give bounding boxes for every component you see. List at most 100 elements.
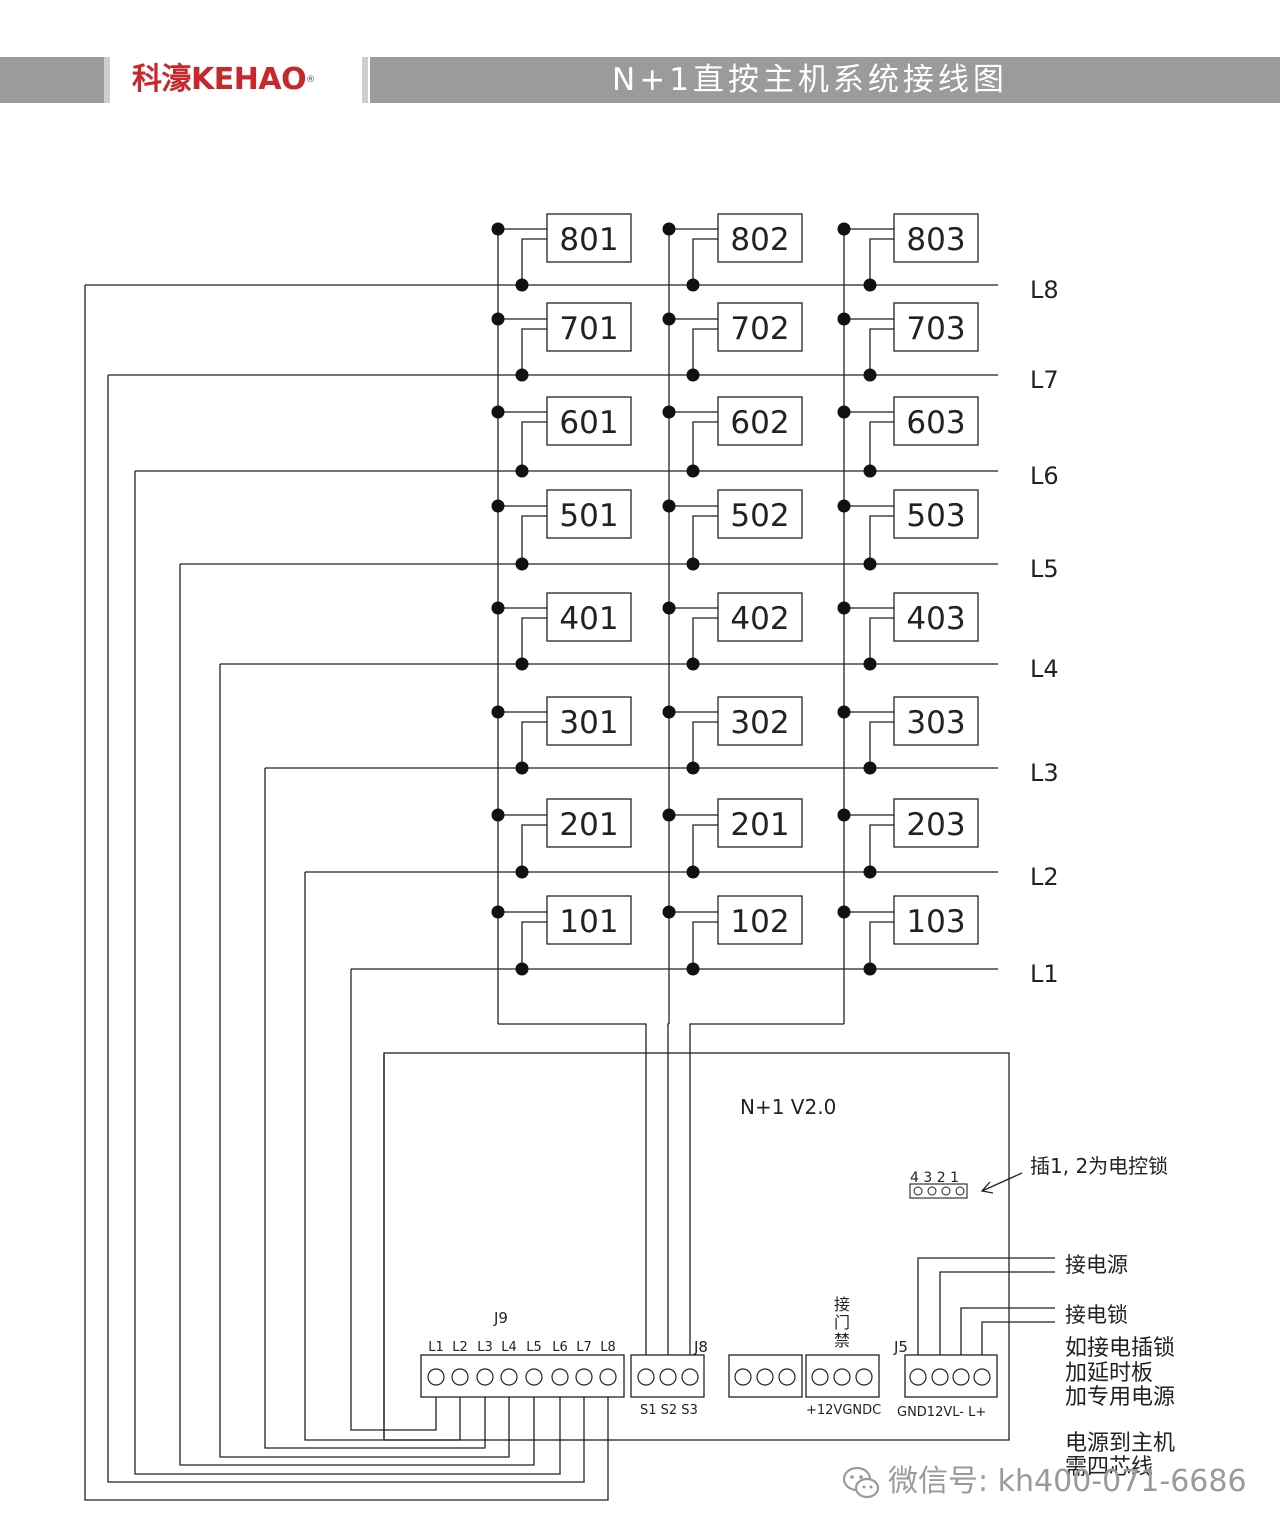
unit-box — [893, 489, 979, 539]
junction-dot — [515, 278, 529, 292]
return-wire-l7 — [107, 375, 585, 1483]
unit-box — [717, 798, 803, 848]
junction-dot — [686, 464, 700, 478]
unit-number: 501 — [559, 498, 618, 534]
junction-dot — [515, 557, 529, 571]
return-wire-l6 — [134, 471, 561, 1475]
unit-box — [893, 396, 979, 446]
j9-pin-label: L3 — [477, 1340, 493, 1355]
junction-dot — [686, 962, 700, 976]
return-wire-l4 — [219, 664, 510, 1458]
junction-dot — [491, 808, 505, 822]
spare-pin — [756, 1368, 774, 1386]
jumper-pin — [927, 1186, 937, 1196]
j9-connector — [420, 1354, 625, 1398]
j9-pin-label: L7 — [576, 1340, 592, 1355]
unit-number: 801 — [559, 222, 618, 258]
banner-right-block — [370, 57, 1280, 103]
junction-dot — [515, 962, 529, 976]
line-label-l7: L7 — [1030, 366, 1059, 394]
note-lock: 接电锁 — [1065, 1303, 1128, 1327]
unit-to-line-wire — [869, 921, 894, 969]
junction-dot — [837, 312, 851, 326]
junction-dot — [662, 499, 676, 513]
j8-pin-labels: S1 S2 S3 — [640, 1403, 698, 1418]
j8-label: J8 — [693, 1338, 708, 1356]
junction-dot — [662, 312, 676, 326]
jumper-header — [909, 1183, 968, 1199]
unit-number: 802 — [730, 222, 789, 258]
j9-pin — [599, 1368, 617, 1386]
power-wire — [939, 1271, 1055, 1369]
unit-box — [546, 798, 632, 848]
junction-dot — [662, 601, 676, 615]
lock-wire — [960, 1307, 1055, 1369]
jumper-pin-numbers: 4 3 2 1 — [910, 1170, 959, 1186]
junction-dot — [662, 905, 676, 919]
line-label-l2: L2 — [1030, 863, 1059, 891]
j8-pin — [637, 1368, 655, 1386]
junction-dot — [686, 657, 700, 671]
unit-to-line-wire — [521, 824, 547, 872]
unit-box — [546, 895, 632, 945]
unit-box — [717, 696, 803, 746]
spare-pin — [734, 1368, 752, 1386]
line-label-l5: L5 — [1030, 555, 1059, 583]
board-model: N+1 V2.0 — [740, 1095, 836, 1119]
note-cable: 需四芯线 — [1065, 1455, 1153, 1480]
unit-number: 703 — [906, 311, 965, 347]
logo-box — [114, 57, 362, 103]
unit-number: 403 — [906, 601, 965, 637]
unit-to-line-wire — [869, 617, 894, 664]
unit-to-line-wire — [521, 721, 547, 768]
junction-dot — [863, 464, 877, 478]
junction-dot — [686, 865, 700, 879]
door-label: 禁 — [834, 1331, 850, 1350]
j5-pin — [973, 1368, 991, 1386]
jumper-pin — [913, 1186, 923, 1196]
note-lock-extra: 加延时板 — [1065, 1361, 1153, 1386]
unit-number: 101 — [559, 904, 618, 940]
unit-to-line-wire — [692, 328, 718, 375]
junction-dot — [837, 808, 851, 822]
line-label-l3: L3 — [1030, 759, 1059, 787]
unit-number: 102 — [730, 904, 789, 940]
return-wire-l3 — [264, 768, 486, 1449]
j9-pin-label: L5 — [526, 1340, 542, 1355]
junction-dot — [491, 499, 505, 513]
j5-pin — [909, 1368, 927, 1386]
unit-number: 302 — [730, 705, 789, 741]
j9-pin — [451, 1368, 469, 1386]
unit-box — [717, 396, 803, 446]
junction-dot — [686, 761, 700, 775]
junction-dot — [837, 405, 851, 419]
return-wire-l2 — [304, 872, 461, 1441]
j9-pin — [476, 1368, 494, 1386]
unit-to-line-wire — [521, 328, 547, 375]
junction-dot — [863, 761, 877, 775]
unit-number: 401 — [559, 601, 618, 637]
junction-dot — [662, 222, 676, 236]
j9-pin-label: L4 — [501, 1340, 517, 1355]
junction-dot — [491, 601, 505, 615]
logo-en: KEHAO — [191, 62, 307, 97]
unit-box — [893, 798, 979, 848]
unit-box — [893, 302, 979, 352]
line-label-l1: L1 — [1030, 960, 1059, 988]
unit-number: 603 — [906, 405, 965, 441]
j9-pin — [525, 1368, 543, 1386]
jumper-arrow-head — [980, 1181, 994, 1194]
unit-to-line-wire — [692, 824, 718, 872]
junction-dot — [515, 761, 529, 775]
junction-dot — [491, 405, 505, 419]
unit-box — [717, 302, 803, 352]
junction-dot — [662, 808, 676, 822]
note-lock-extra: 如接电插锁 — [1065, 1336, 1175, 1361]
unit-to-line-wire — [869, 721, 894, 768]
unit-number: 201 — [559, 807, 618, 843]
junction-dot — [491, 705, 505, 719]
logo-reg: ® — [306, 75, 315, 85]
j9-pin — [575, 1368, 593, 1386]
junction-dot — [515, 464, 529, 478]
